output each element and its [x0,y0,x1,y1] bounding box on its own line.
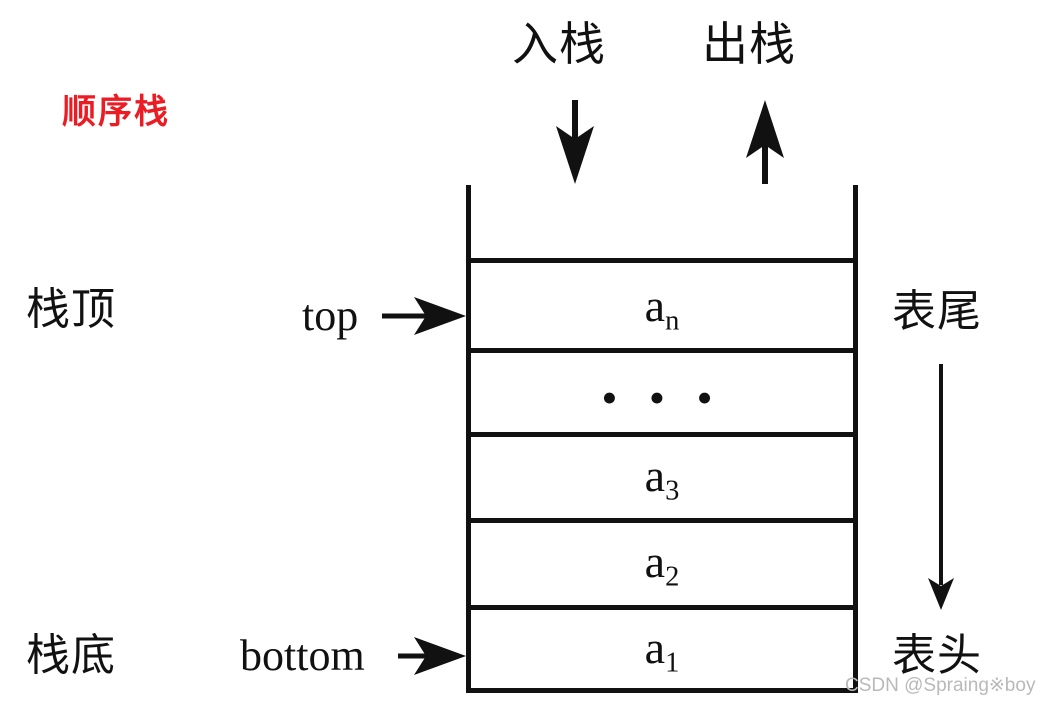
cell-subscript: n [665,305,680,337]
push-operation-label: 入栈 [512,19,606,70]
stack-container: an • • • a3 a2 a1 [466,185,858,693]
stack-divider-2 [466,432,858,437]
cell-base: a [644,622,666,673]
stack-divider-1 [466,348,858,353]
top-pointer-arrow-icon [382,297,466,335]
stack-floor [466,688,858,693]
cell-subscript: 1 [665,647,680,679]
list-tail-label: 表尾 [892,287,982,336]
stack-divider-0 [466,258,858,263]
bottom-pointer-word: bottom [240,631,365,680]
stack-divider-4 [466,605,858,610]
stack-cell-a1: a1 [466,625,858,678]
csdn-watermark: CSDN @Spraing※boy [845,675,1036,696]
pop-up-arrow-icon [746,100,784,184]
pop-operation-label: 出栈 [702,19,796,70]
push-down-arrow-icon [556,100,594,184]
cell-subscript: 3 [665,475,680,507]
stack-cell-a3: a3 [466,453,858,506]
stack-divider-3 [466,518,858,523]
stack-cell-a2: a2 [466,539,858,592]
list-head-label: 表头 [892,631,982,680]
tail-to-head-arrow-icon [928,364,954,610]
cell-base: a [644,280,666,331]
diagram-title: 顺序栈 [62,94,170,131]
top-pointer-word: top [302,291,359,340]
stack-top-label: 栈顶 [26,285,116,334]
bottom-pointer-arrow-icon [398,637,466,675]
stack-right-wall [853,185,858,693]
stack-cell-an: an [466,283,858,336]
cell-base: a [644,450,666,501]
stack-bottom-label: 栈底 [26,631,116,680]
stack-cell-ellipsis: • • • [601,372,723,423]
cell-base: a [644,536,666,587]
stack-left-wall [466,185,471,693]
cell-subscript: 2 [665,561,680,593]
